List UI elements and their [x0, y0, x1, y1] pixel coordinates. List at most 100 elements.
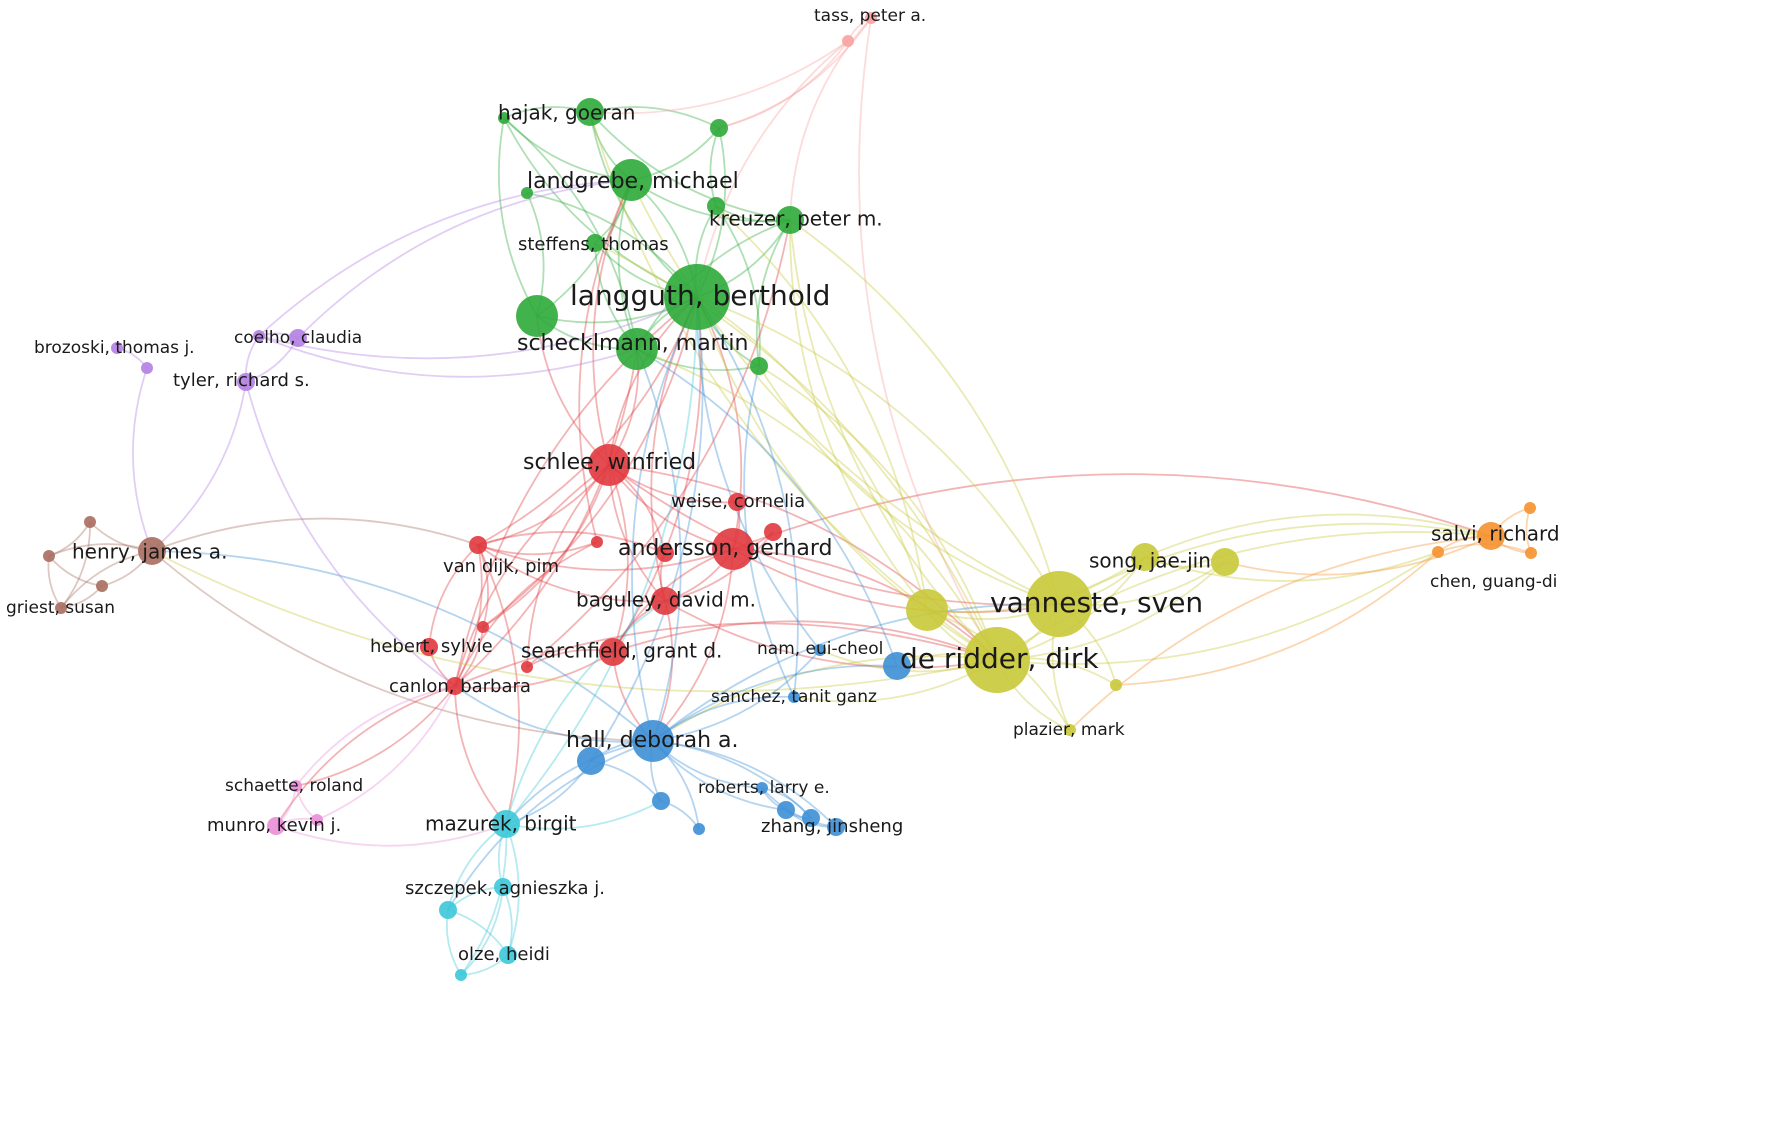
node-steffens[interactable] — [586, 234, 604, 252]
node-g2[interactable] — [710, 119, 728, 137]
node-roberts[interactable] — [756, 782, 768, 794]
node-p1[interactable] — [141, 362, 153, 374]
node-henry[interactable] — [138, 537, 166, 565]
node-szczepek[interactable] — [494, 878, 512, 896]
label-steffens: steffens, thomas — [518, 234, 669, 255]
node-s1[interactable] — [842, 35, 854, 47]
node-b4[interactable] — [693, 823, 705, 835]
node-r3[interactable] — [591, 536, 603, 548]
edge-deridder-g6 — [758, 365, 998, 661]
node-r2[interactable] — [521, 661, 533, 673]
label-griest: griest, susan — [6, 598, 115, 618]
node-sanchez[interactable] — [788, 691, 800, 703]
node-brozoski[interactable] — [111, 342, 123, 354]
edge-p2-landgrebe — [297, 179, 632, 339]
edge-mazurek-c2 — [460, 823, 508, 976]
node-mazurek[interactable] — [492, 810, 520, 838]
node-plazier[interactable] — [1064, 724, 1076, 736]
edge-vandijk-langguth — [477, 296, 698, 546]
node-g1[interactable] — [498, 112, 510, 124]
node-y2[interactable] — [1211, 548, 1239, 576]
node-b3[interactable] — [652, 792, 670, 810]
node-b6[interactable] — [802, 809, 820, 827]
node-landgrebe[interactable] — [610, 159, 652, 201]
edge-s1-g2 — [718, 40, 849, 129]
node-b1[interactable] — [883, 652, 911, 680]
edge-song-chen — [1144, 551, 1439, 582]
node-vanneste[interactable] — [1026, 571, 1092, 637]
node-tyler[interactable] — [237, 373, 255, 391]
node-g4[interactable] — [521, 187, 533, 199]
node-c1[interactable] — [439, 901, 457, 919]
node-baguley[interactable] — [651, 587, 679, 615]
node-tass[interactable] — [865, 12, 877, 24]
node-coelho[interactable] — [253, 330, 265, 342]
node-andersson[interactable] — [712, 528, 754, 570]
edge-deridder-schecklmann — [636, 348, 998, 661]
node-zhang[interactable] — [827, 818, 845, 836]
edge-henry-hall — [151, 550, 654, 742]
node-r4[interactable] — [656, 544, 674, 562]
node-hall[interactable] — [632, 720, 674, 762]
node-hajak[interactable] — [576, 98, 604, 126]
edge-coelho-schecklmann — [258, 335, 638, 378]
label-plazier: plazier, mark — [1013, 720, 1125, 740]
node-g5[interactable] — [516, 295, 558, 337]
node-schecklmann[interactable] — [616, 328, 658, 370]
label-munro: munro, kevin j. — [207, 815, 341, 836]
node-schlee[interactable] — [588, 444, 630, 486]
label-searchfield: searchfield, grant d. — [521, 639, 722, 663]
node-b5[interactable] — [777, 801, 795, 819]
node-br2[interactable] — [43, 550, 55, 562]
node-canlon[interactable] — [446, 677, 464, 695]
node-hebert[interactable] — [420, 638, 438, 656]
node-y1[interactable] — [906, 589, 948, 631]
node-br3[interactable] — [96, 580, 108, 592]
edge-baguley-langguth — [650, 296, 698, 602]
edge-deridder-y2 — [996, 561, 1226, 661]
node-r1[interactable] — [477, 621, 489, 633]
node-schaette[interactable] — [290, 780, 302, 792]
edge-baguley-deridder — [664, 600, 998, 669]
label-schlee: schlee, winfried — [523, 450, 696, 475]
edge-chen-y3 — [1115, 551, 1439, 686]
label-zhang: zhang, jinsheng — [761, 816, 903, 837]
node-g6[interactable] — [750, 357, 768, 375]
node-chen[interactable] — [1432, 546, 1444, 558]
node-br1[interactable] — [84, 516, 96, 528]
node-o2[interactable] — [1525, 547, 1537, 559]
node-deridder[interactable] — [964, 627, 1030, 693]
node-munro[interactable] — [267, 817, 285, 835]
node-p2[interactable] — [289, 329, 307, 347]
node-y3[interactable] — [1110, 679, 1122, 691]
node-weise[interactable] — [728, 493, 746, 511]
node-kreuzer[interactable] — [776, 206, 804, 234]
label-nam: nam, eui-cheol — [757, 639, 883, 659]
node-pk1[interactable] — [311, 814, 323, 826]
label-vandijk: van dijk, pim — [443, 556, 559, 577]
node-song[interactable] — [1131, 543, 1159, 571]
node-o1[interactable] — [1524, 502, 1536, 514]
node-langguth[interactable] — [664, 264, 730, 330]
edge-baguley-r5 — [664, 531, 774, 602]
edge-vanneste-g6 — [758, 365, 1060, 605]
node-nam[interactable] — [814, 644, 826, 656]
edge-deridder-henry — [151, 550, 998, 693]
node-salvi[interactable] — [1477, 522, 1505, 550]
edge-andersson-hall — [652, 548, 734, 742]
node-g3[interactable] — [707, 197, 725, 215]
edge-nam-langguth — [696, 296, 821, 651]
node-griest[interactable] — [55, 602, 67, 614]
node-olze[interactable] — [499, 946, 517, 964]
edge-munro-mazurek — [275, 823, 507, 847]
label-roberts: roberts, larry e. — [698, 778, 830, 798]
node-vandijk[interactable] — [469, 536, 487, 554]
node-c2[interactable] — [455, 969, 467, 981]
node-searchfield[interactable] — [599, 638, 627, 666]
node-b2[interactable] — [577, 747, 605, 775]
node-r5[interactable] — [764, 523, 782, 541]
edge-vanneste-kreuzer — [789, 219, 1060, 605]
edge-canlon-munro — [275, 685, 456, 827]
